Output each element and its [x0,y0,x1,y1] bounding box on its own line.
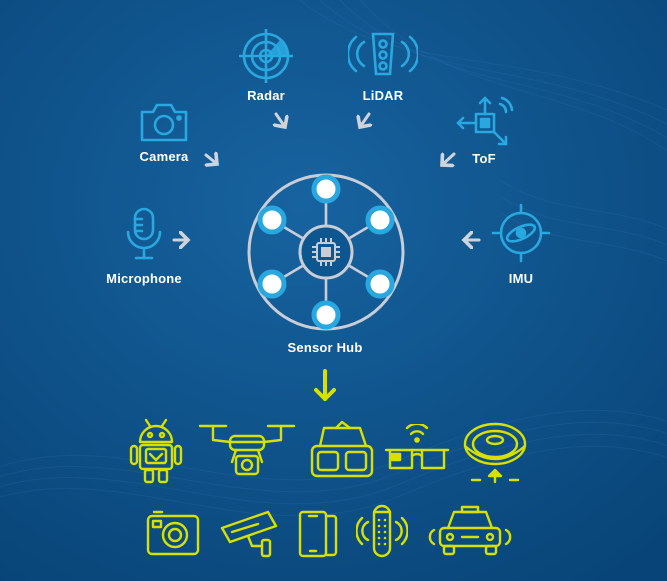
drone-icon [198,424,296,476]
camera-icon [140,103,188,142]
lidar-icon [348,32,418,76]
vr-headset-icon [310,420,374,478]
smart-glasses-icon [384,424,450,470]
hub-label: Sensor Hub [287,340,363,355]
camera-label: Camera [139,149,189,164]
smartphone-icon [298,510,338,558]
imu-label: IMU [508,271,534,286]
camera-arrow [206,155,217,164]
tof-arrow [442,154,456,165]
action-camera-icon [146,510,200,556]
smart-speaker-icon [356,504,408,558]
radar-arrow [276,112,285,127]
robot-icon [129,418,183,484]
tof-label: ToF [472,151,496,166]
sensor-hub-icon [247,173,405,331]
microphone-label: Microphone [106,271,182,286]
microphone-icon [126,207,162,260]
radar-label: Radar [247,88,285,103]
imu-icon [491,203,551,263]
radar-icon [239,29,293,83]
down-arrow-icon [314,369,336,401]
input-arrows [172,112,481,420]
security-camera-icon [220,510,278,558]
robot-vacuum-icon [463,422,527,484]
tof-icon [456,96,514,146]
car-icon [428,505,512,556]
lidar-arrow [360,112,369,127]
lidar-label: LiDAR [362,88,404,103]
